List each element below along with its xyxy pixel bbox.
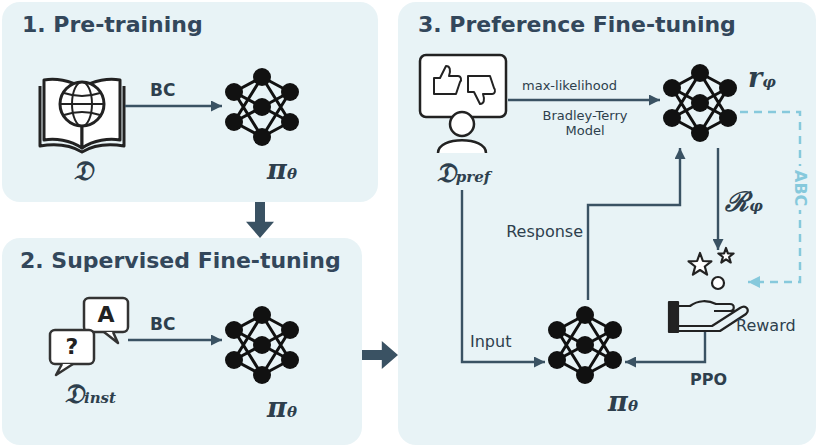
reward-model-symbol: rφ <box>742 62 782 93</box>
star <box>689 253 712 275</box>
star <box>718 248 733 263</box>
panel-title: 1. Pre-training <box>22 12 203 37</box>
policy-symbol: πθ <box>242 154 322 185</box>
bubble-tail <box>104 332 118 343</box>
globe <box>60 82 104 126</box>
reward-icon: Reward <box>668 250 748 332</box>
question-bubble <box>50 330 94 364</box>
thumbs-down <box>468 76 495 104</box>
dataset-icon: 𝔇 <box>40 62 125 152</box>
sleeve <box>669 302 678 332</box>
book-globe-icon <box>40 79 124 152</box>
stage-arrow <box>246 202 274 238</box>
globe-parallels <box>60 93 104 115</box>
coin <box>712 277 724 289</box>
qa-bubbles-icon <box>50 298 128 375</box>
reward-hand-icon <box>669 248 748 332</box>
edge-label: Input <box>470 332 511 351</box>
edge-label: max-likelihood <box>522 78 617 93</box>
network-icon <box>548 306 622 384</box>
stage-panel: 𝔇πθ 1. Pre-training <box>2 2 378 202</box>
bubble-text: ? <box>50 330 94 364</box>
thumbs-up <box>434 66 461 94</box>
dataset-symbol: 𝔇inst <box>40 378 140 410</box>
monitor <box>420 55 506 117</box>
connector <box>625 332 705 362</box>
edge-label: BC <box>150 314 175 334</box>
network-icon <box>225 306 299 384</box>
reward-model: rφ <box>660 58 740 148</box>
network-icon <box>225 68 299 146</box>
instruction-dataset-icon: A?𝔇inst <box>50 298 128 374</box>
dataset-symbol: 𝔇 <box>40 155 125 187</box>
connector <box>462 190 545 362</box>
globe-meridian <box>72 82 92 126</box>
stage-panel: A?𝔇instπθ2. Supervised Fine-tuning <box>2 238 362 445</box>
edge-label: ABC <box>791 166 810 210</box>
reward-signal-label: ℛφ <box>724 182 764 219</box>
hand <box>678 301 748 331</box>
note-label: Bradley-Terry Model <box>530 108 640 138</box>
connector <box>588 148 680 300</box>
stage-panel: 𝔇pref rφReward πθ 3. Preference Fine-tuning <box>398 2 816 445</box>
panel-title: 3. Preference Fine-tuning <box>418 12 736 37</box>
connector <box>508 99 660 101</box>
connector <box>125 105 222 107</box>
edge-label: BC <box>150 80 175 100</box>
edge-label: PPO <box>690 370 727 389</box>
edge-label: Response <box>505 222 583 241</box>
book-page <box>82 79 120 148</box>
answer-bubble <box>84 298 128 332</box>
book-cover <box>40 86 124 152</box>
book-page <box>44 79 82 148</box>
preference-dataset-icon: 𝔇pref <box>418 55 508 190</box>
reward-caption: Reward <box>736 316 796 335</box>
person-head <box>450 112 474 136</box>
policy-network: πθ <box>222 300 302 390</box>
network-icon <box>663 64 737 142</box>
policy-network: πθ <box>545 300 625 390</box>
human-feedback-icon <box>420 55 506 153</box>
connector-group <box>125 100 800 369</box>
policy-symbol: πθ <box>242 392 322 423</box>
stage-arrow <box>362 341 398 369</box>
connector <box>128 339 222 341</box>
connector <box>717 148 719 250</box>
bubble-tail <box>56 364 73 375</box>
bubble-text: A <box>84 298 128 332</box>
policy-symbol: πθ <box>603 386 643 417</box>
person-body <box>438 140 486 153</box>
policy-network: πθ <box>222 62 302 152</box>
panel-title: 2. Supervised Fine-tuning <box>20 248 341 273</box>
dataset-symbol: 𝔇pref <box>418 157 508 189</box>
